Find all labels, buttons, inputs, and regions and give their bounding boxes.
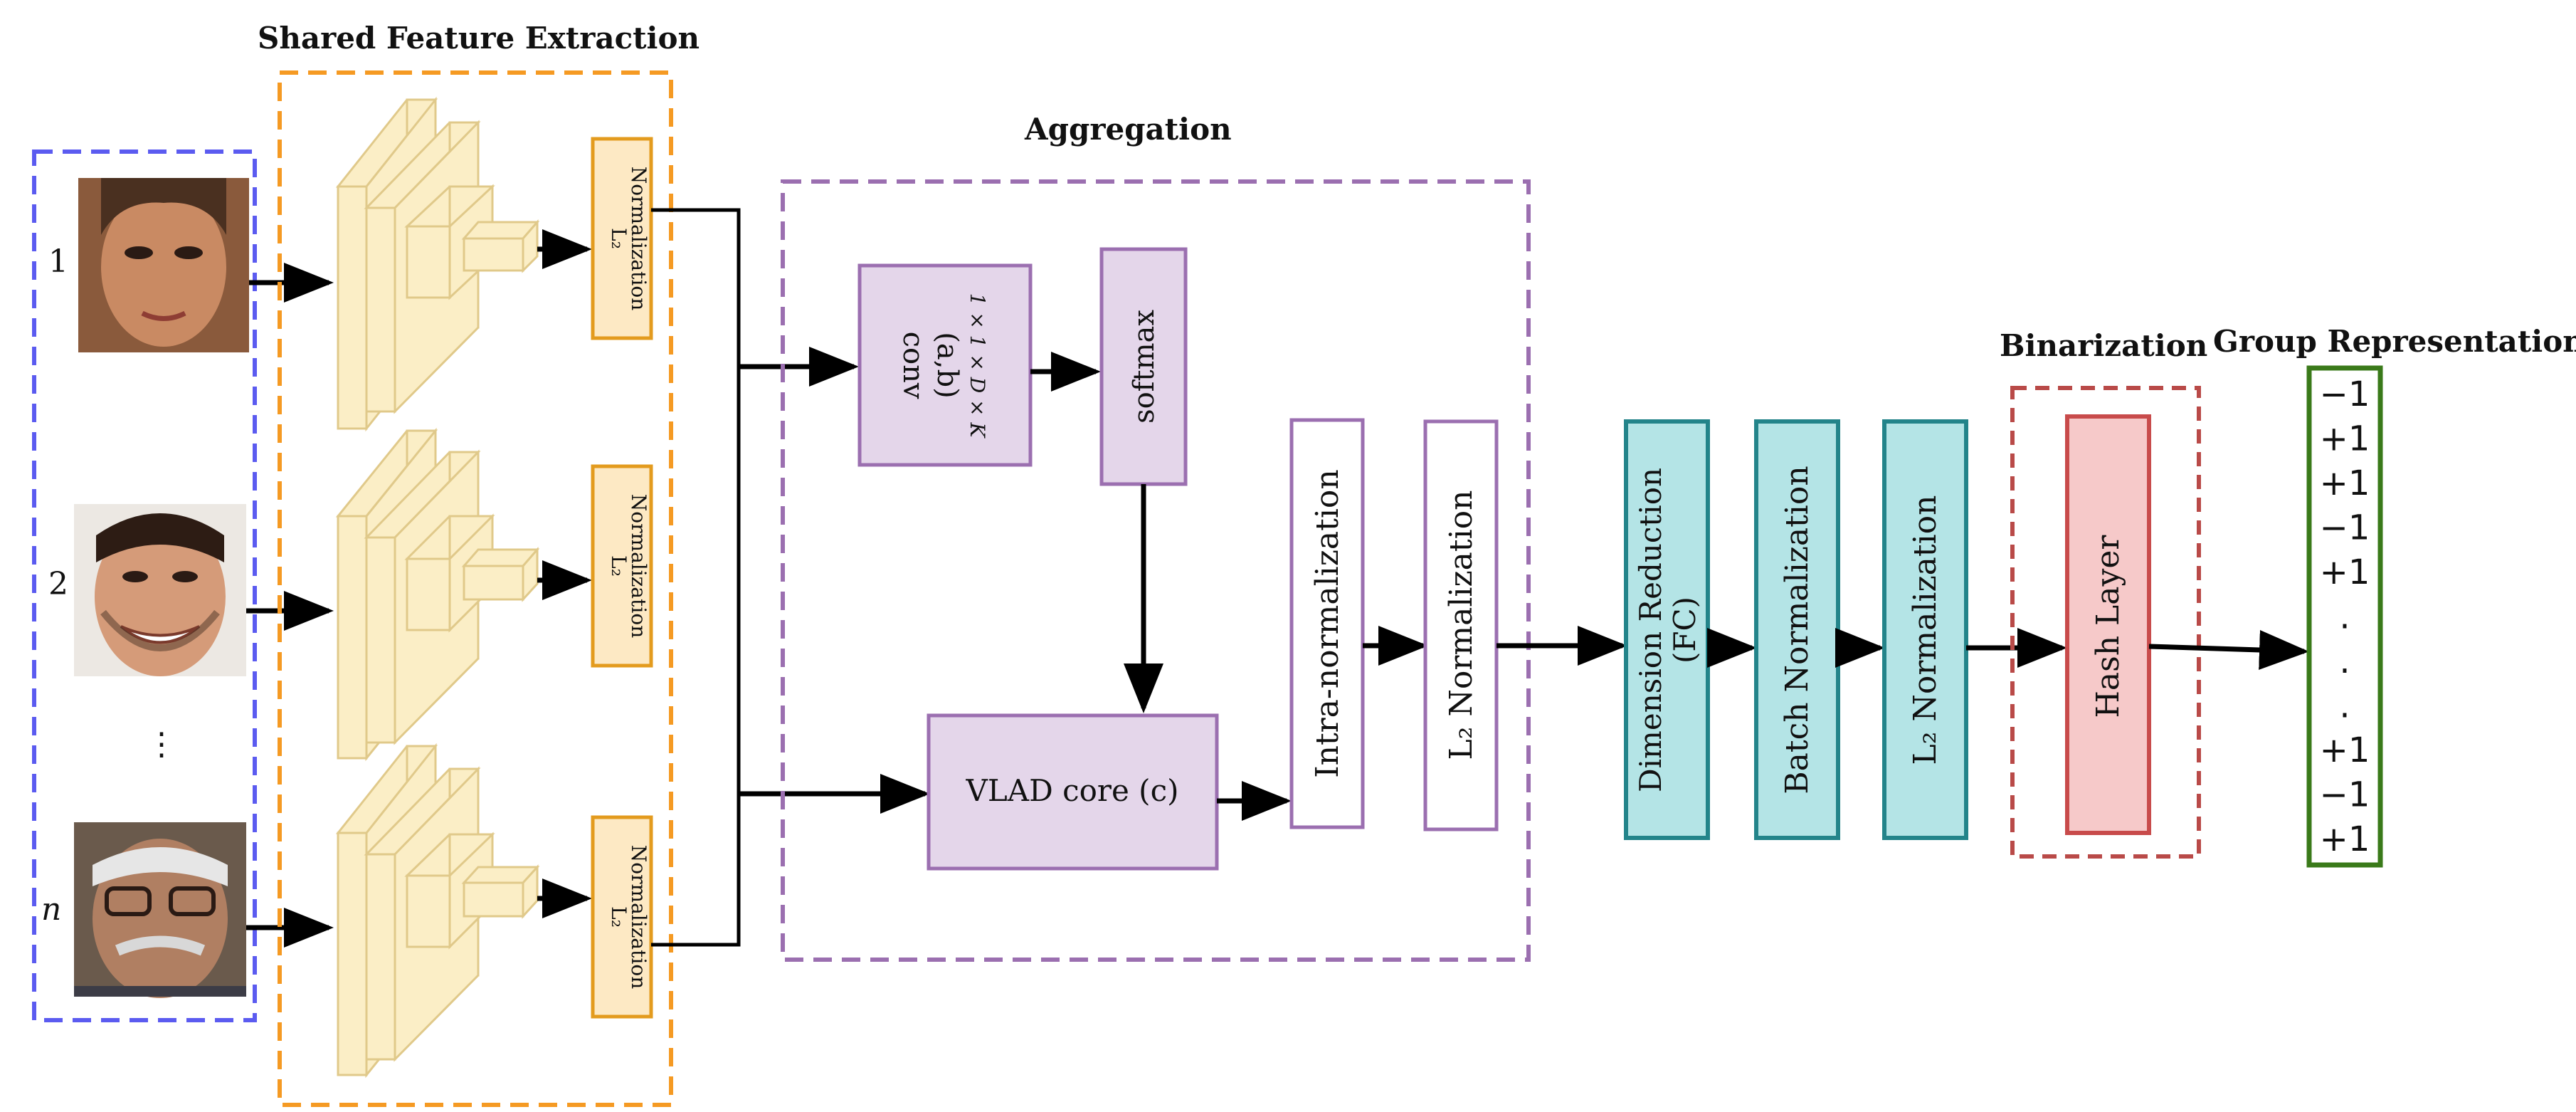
face-image-1 bbox=[78, 178, 249, 352]
l2-block-1-label-b: Normalization bbox=[627, 167, 650, 310]
l2-normalization-post-label: L₂ Normalization bbox=[1907, 495, 1943, 765]
cnn-backbone-2 bbox=[335, 427, 540, 762]
dimension-reduction-fc-label: (FC) bbox=[1667, 597, 1702, 663]
group-code-values: −1+1+1−1+1...+1−1+1 bbox=[2320, 374, 2370, 859]
conv-block bbox=[857, 263, 1033, 467]
group-code-value: +1 bbox=[2320, 463, 2370, 503]
connector-feature1-merge bbox=[651, 208, 741, 367]
group-code-value: . bbox=[2339, 686, 2350, 726]
face-image-n bbox=[74, 822, 246, 998]
face-label-n: n bbox=[41, 891, 61, 928]
title-aggregation: Aggregation bbox=[1024, 112, 1232, 147]
l2-normalization-block-1 bbox=[591, 137, 653, 340]
intra-normalization-label: Intra-normalization bbox=[1309, 469, 1346, 778]
l2-normalization-block-2 bbox=[591, 464, 653, 668]
face-image-2 bbox=[74, 504, 246, 676]
conv-params-label: (a,b) bbox=[931, 332, 964, 398]
l2-normalization-post-block bbox=[1882, 419, 1968, 840]
softmax-block bbox=[1099, 247, 1188, 486]
softmax-label: softmax bbox=[1128, 310, 1161, 424]
dimension-reduction-block bbox=[1624, 419, 1710, 840]
l2-block-3-label-b: Normalization bbox=[627, 845, 650, 989]
l2-block-2-label-a: L₂ bbox=[607, 555, 630, 577]
hash-layer-label: Hash Layer bbox=[2090, 535, 2126, 718]
hash-layer-block bbox=[2065, 414, 2151, 835]
face-label-1: 1 bbox=[48, 243, 68, 280]
faces-ellipsis: ⋮ bbox=[146, 726, 177, 762]
group-code-value: . bbox=[2339, 641, 2350, 681]
intra-normalization-block bbox=[1289, 418, 1365, 829]
cnn-backbone-3 bbox=[335, 743, 540, 1079]
batch-normalization-block bbox=[1754, 419, 1840, 840]
group-code-value: +1 bbox=[2320, 552, 2370, 592]
group-representation-box bbox=[2306, 365, 2383, 868]
arrow-hash-to-code bbox=[2148, 629, 2309, 670]
batch-normalization-label: Batch Normalization bbox=[1779, 466, 1815, 794]
group-code-value: . bbox=[2339, 597, 2350, 637]
l2-normalization-main-block bbox=[1423, 419, 1499, 832]
l2-block-3-label-a: L₂ bbox=[607, 906, 630, 928]
group-code-value: −1 bbox=[2320, 508, 2370, 548]
face-label-2: 2 bbox=[48, 566, 68, 602]
input-faces-group bbox=[32, 150, 257, 1022]
group-code-value: +1 bbox=[2320, 419, 2370, 459]
title-group-representation: Group Representation bbox=[2213, 324, 2576, 359]
conv-label: conv bbox=[897, 332, 929, 399]
conv-dims-label: 1 × 1 × D × K bbox=[966, 293, 989, 439]
group-code-value: +1 bbox=[2320, 730, 2370, 770]
connector-feature3-merge bbox=[651, 794, 741, 947]
l2-block-1-label-a: L₂ bbox=[607, 228, 630, 249]
vlad-core-label: VLAD core (c) bbox=[966, 773, 1179, 808]
l2-block-2-label-b: Normalization bbox=[627, 494, 650, 638]
l2-normalization-block-3 bbox=[591, 815, 653, 1019]
group-code-value: −1 bbox=[2320, 374, 2370, 414]
group-code-value: +1 bbox=[2320, 819, 2370, 859]
aggregation-region bbox=[781, 179, 1531, 962]
vlad-core-block bbox=[927, 713, 1219, 871]
binarization-region bbox=[2010, 386, 2201, 859]
title-shared-feature-extraction: Shared Feature Extraction bbox=[258, 21, 700, 56]
title-binarization: Binarization bbox=[2000, 328, 2207, 363]
group-code-value: −1 bbox=[2320, 775, 2370, 815]
cnn-backbone-1 bbox=[335, 96, 540, 432]
dimension-reduction-label: Dimension Reduction bbox=[1633, 468, 1668, 792]
l2-normalization-main-label: L₂ Normalization bbox=[1443, 491, 1479, 760]
